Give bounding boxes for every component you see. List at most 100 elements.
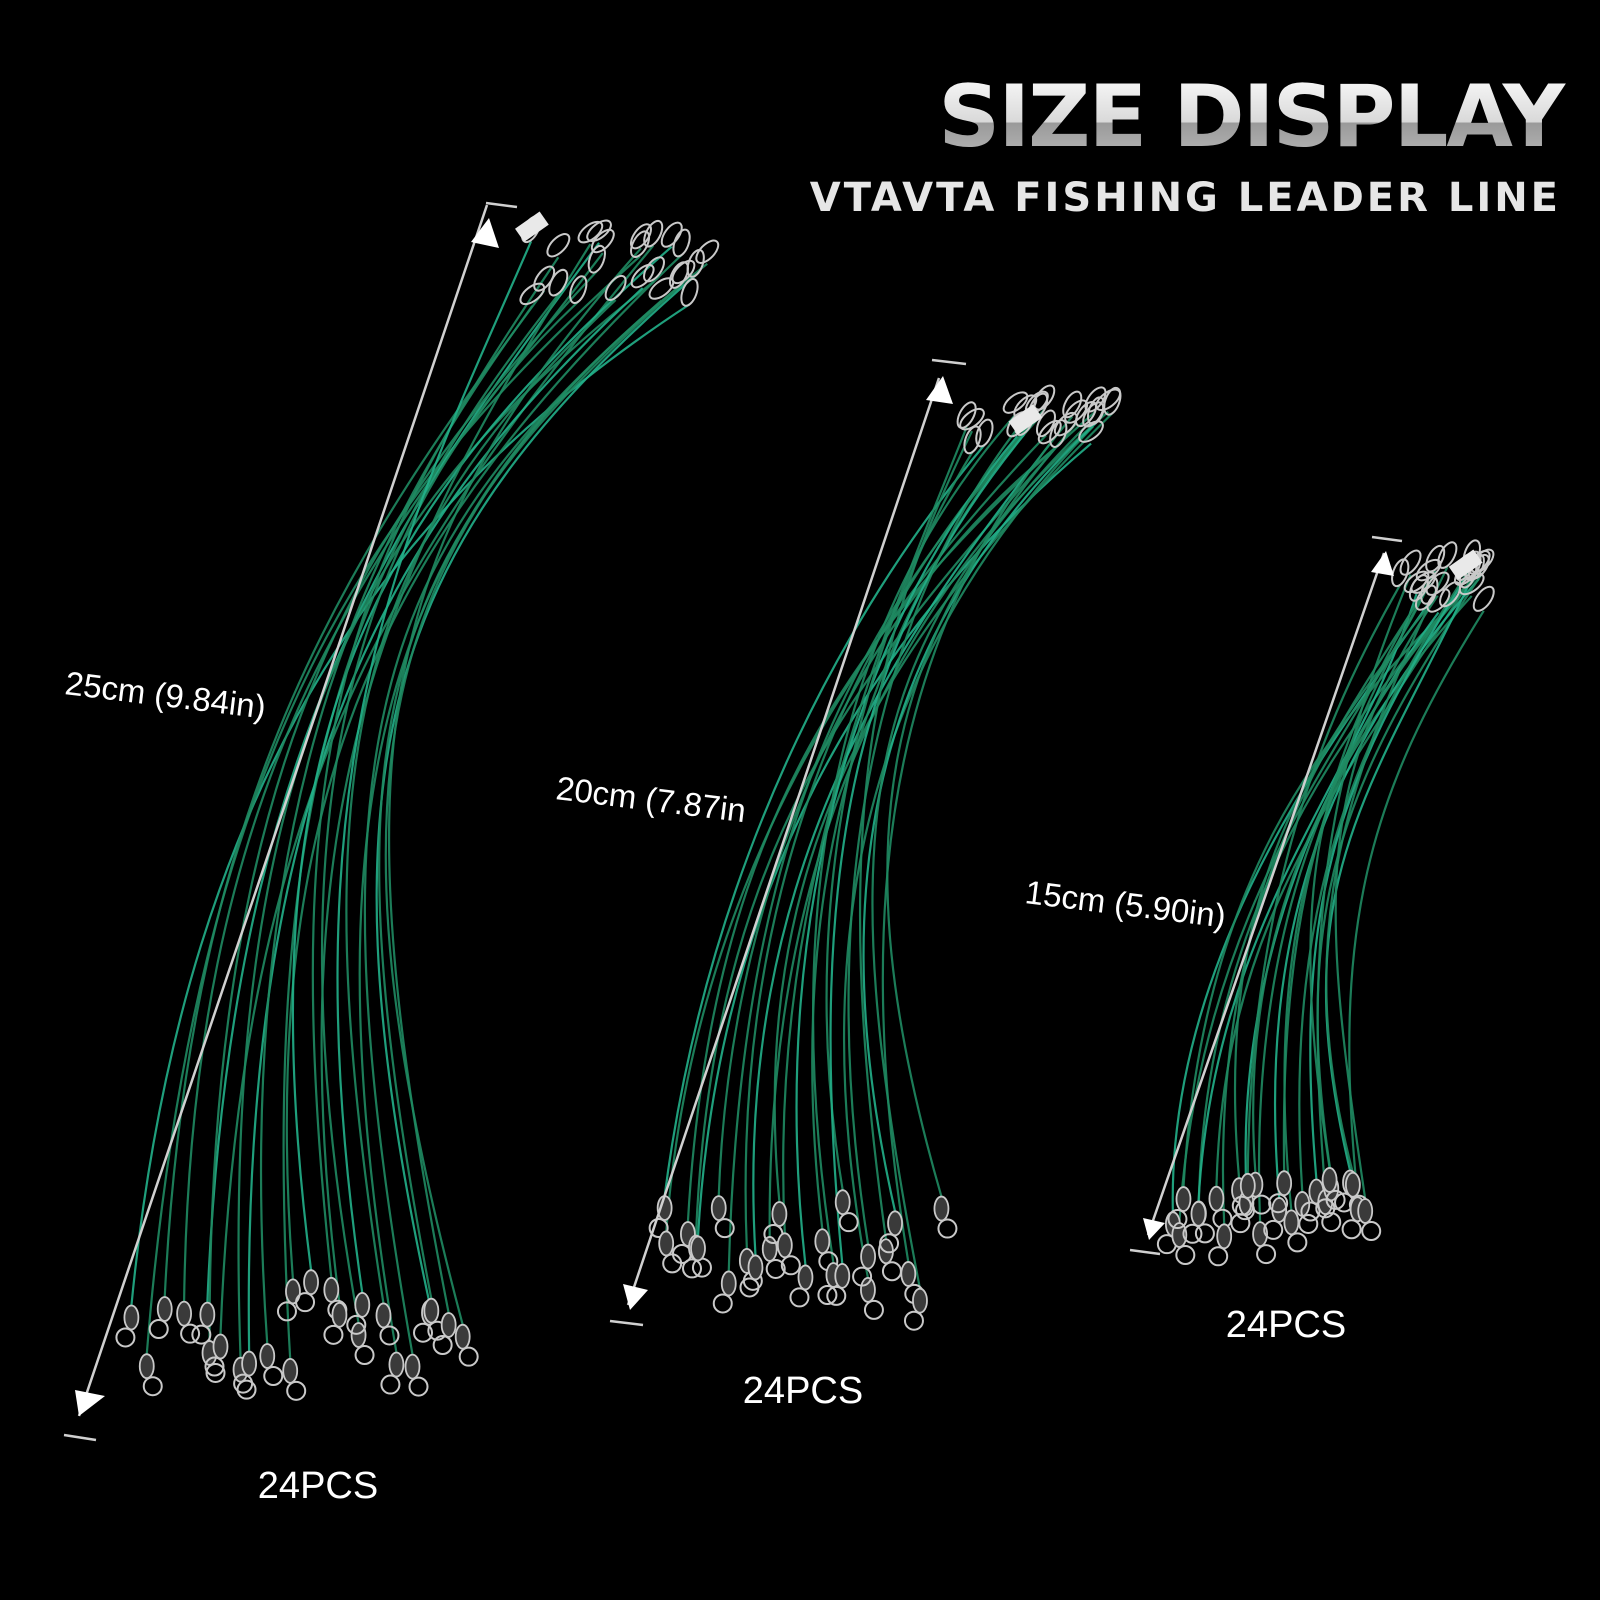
swivel-ring-icon [852,1266,873,1287]
swivel-ring-icon [780,1255,801,1276]
leader-wire [768,410,1109,1237]
snap-icon [1399,549,1422,576]
swivel-icon [350,1322,367,1348]
leader-wire [1246,584,1402,1174]
snap-icon [629,223,652,250]
snap-icon [1082,401,1105,428]
swivel-ring-icon [1300,1201,1321,1222]
swivel-ring-icon [662,1253,683,1274]
swivel-icon [375,1302,392,1329]
swivel-icon [658,1230,675,1257]
length-label-20cm: 20cm (7.87in [554,769,748,829]
swivel-ring-icon [413,1322,434,1343]
swivel-icon [747,1254,764,1281]
leader-wire [694,435,1067,1236]
leader-wire [1182,605,1451,1188]
arrow-down-icon [623,1284,648,1310]
leader-wire [663,444,986,1197]
snap-icon [1437,541,1458,569]
leader-wire [1252,595,1473,1173]
leader-wire [858,430,974,1240]
leader-wire [1309,581,1430,1169]
swivel-icon [1283,1209,1300,1236]
swivel-ring-icon [354,1345,375,1366]
swivel-ring-icon [1361,1221,1382,1242]
snap-icon [1425,571,1450,596]
swivel-icon [690,1235,706,1262]
swivel-icon [282,1357,299,1384]
swivel-ring-icon [180,1323,201,1344]
snap-icon [1415,558,1442,582]
swivel-icon [1321,1167,1338,1193]
swivel-icon [176,1300,193,1327]
snap-icon [1425,544,1446,573]
leader-wire [345,299,617,1304]
leader-wire [782,426,968,1234]
swivel-icon [814,1228,831,1255]
leader-wire [378,286,680,1299]
swivel-icon [1239,1172,1256,1199]
swivel-icon [933,1195,950,1222]
snap-icon [604,274,627,301]
swivel-icon [710,1195,727,1222]
crimp-sleeve [1008,404,1043,435]
swivel-icon [860,1276,876,1303]
crimp-sleeve [515,211,549,242]
page-title: SIZE DISPLAY [938,67,1566,167]
snap-icon [1075,400,1097,428]
snap-icon [643,219,664,248]
measure-line-25cm [63,201,518,1442]
snap-icon [1049,419,1068,448]
leader-wire [1197,593,1418,1202]
swivel-ring-icon [881,1261,902,1282]
leader-wire [237,280,655,1358]
bundle-25cm [115,211,720,1401]
leader-wire [842,425,1094,1279]
swivel-icon [1208,1185,1225,1212]
swivel-icon [834,1189,851,1216]
arrow-up-icon [1371,551,1394,576]
snap-icon [1414,584,1437,611]
swivel-icon [404,1353,421,1380]
snap-icon [546,233,571,258]
leader-wire [811,413,1017,1264]
snap-icon [959,407,985,431]
swivel-ring-icon [648,1217,669,1238]
swivel-ring-icon [408,1376,429,1397]
snap-icon [1103,386,1122,416]
swivel-ring-icon [1256,1244,1277,1265]
arrow-down-icon [75,1390,105,1416]
swivel-icon [285,1278,301,1305]
snap-icon [1078,420,1104,443]
snap-icon [680,278,699,307]
swivel-ring-icon [148,1319,169,1340]
swivel-ring-icon [714,1218,735,1239]
swivel-ring-icon [838,1212,859,1233]
arrow-up-icon [926,376,953,404]
swivel-ring-icon [1208,1246,1229,1267]
swivel-ring-icon [191,1324,212,1345]
swivel-ring-icon [1231,1195,1252,1216]
swivel-ring-icon [1182,1223,1203,1244]
swivel-icon [860,1243,876,1270]
swivel-ring-icon [1263,1219,1284,1240]
swivel-ring-icon [1321,1212,1342,1233]
swivel-ring-icon [1194,1223,1215,1244]
swivel-ring-icon [1251,1194,1272,1215]
swivel-ring-icon [1341,1219,1362,1240]
snap-icon [1472,585,1495,612]
length-label-25cm: 25cm (9.84in) [63,664,268,725]
snap-icon [695,239,720,264]
leader-wire [1309,578,1466,1180]
swivel-icon [156,1296,173,1322]
leader-wire [363,299,663,1355]
snap-icon [577,220,604,244]
swivel-icon [454,1323,471,1350]
snap-icon [1086,396,1106,426]
swivel-ring-icon [276,1301,297,1322]
swivel-icon [771,1201,788,1227]
leader-wire [208,270,598,1341]
leader-wire [871,425,1087,1289]
swivel-ring-icon [142,1376,163,1397]
leader-wire [291,245,673,1271]
